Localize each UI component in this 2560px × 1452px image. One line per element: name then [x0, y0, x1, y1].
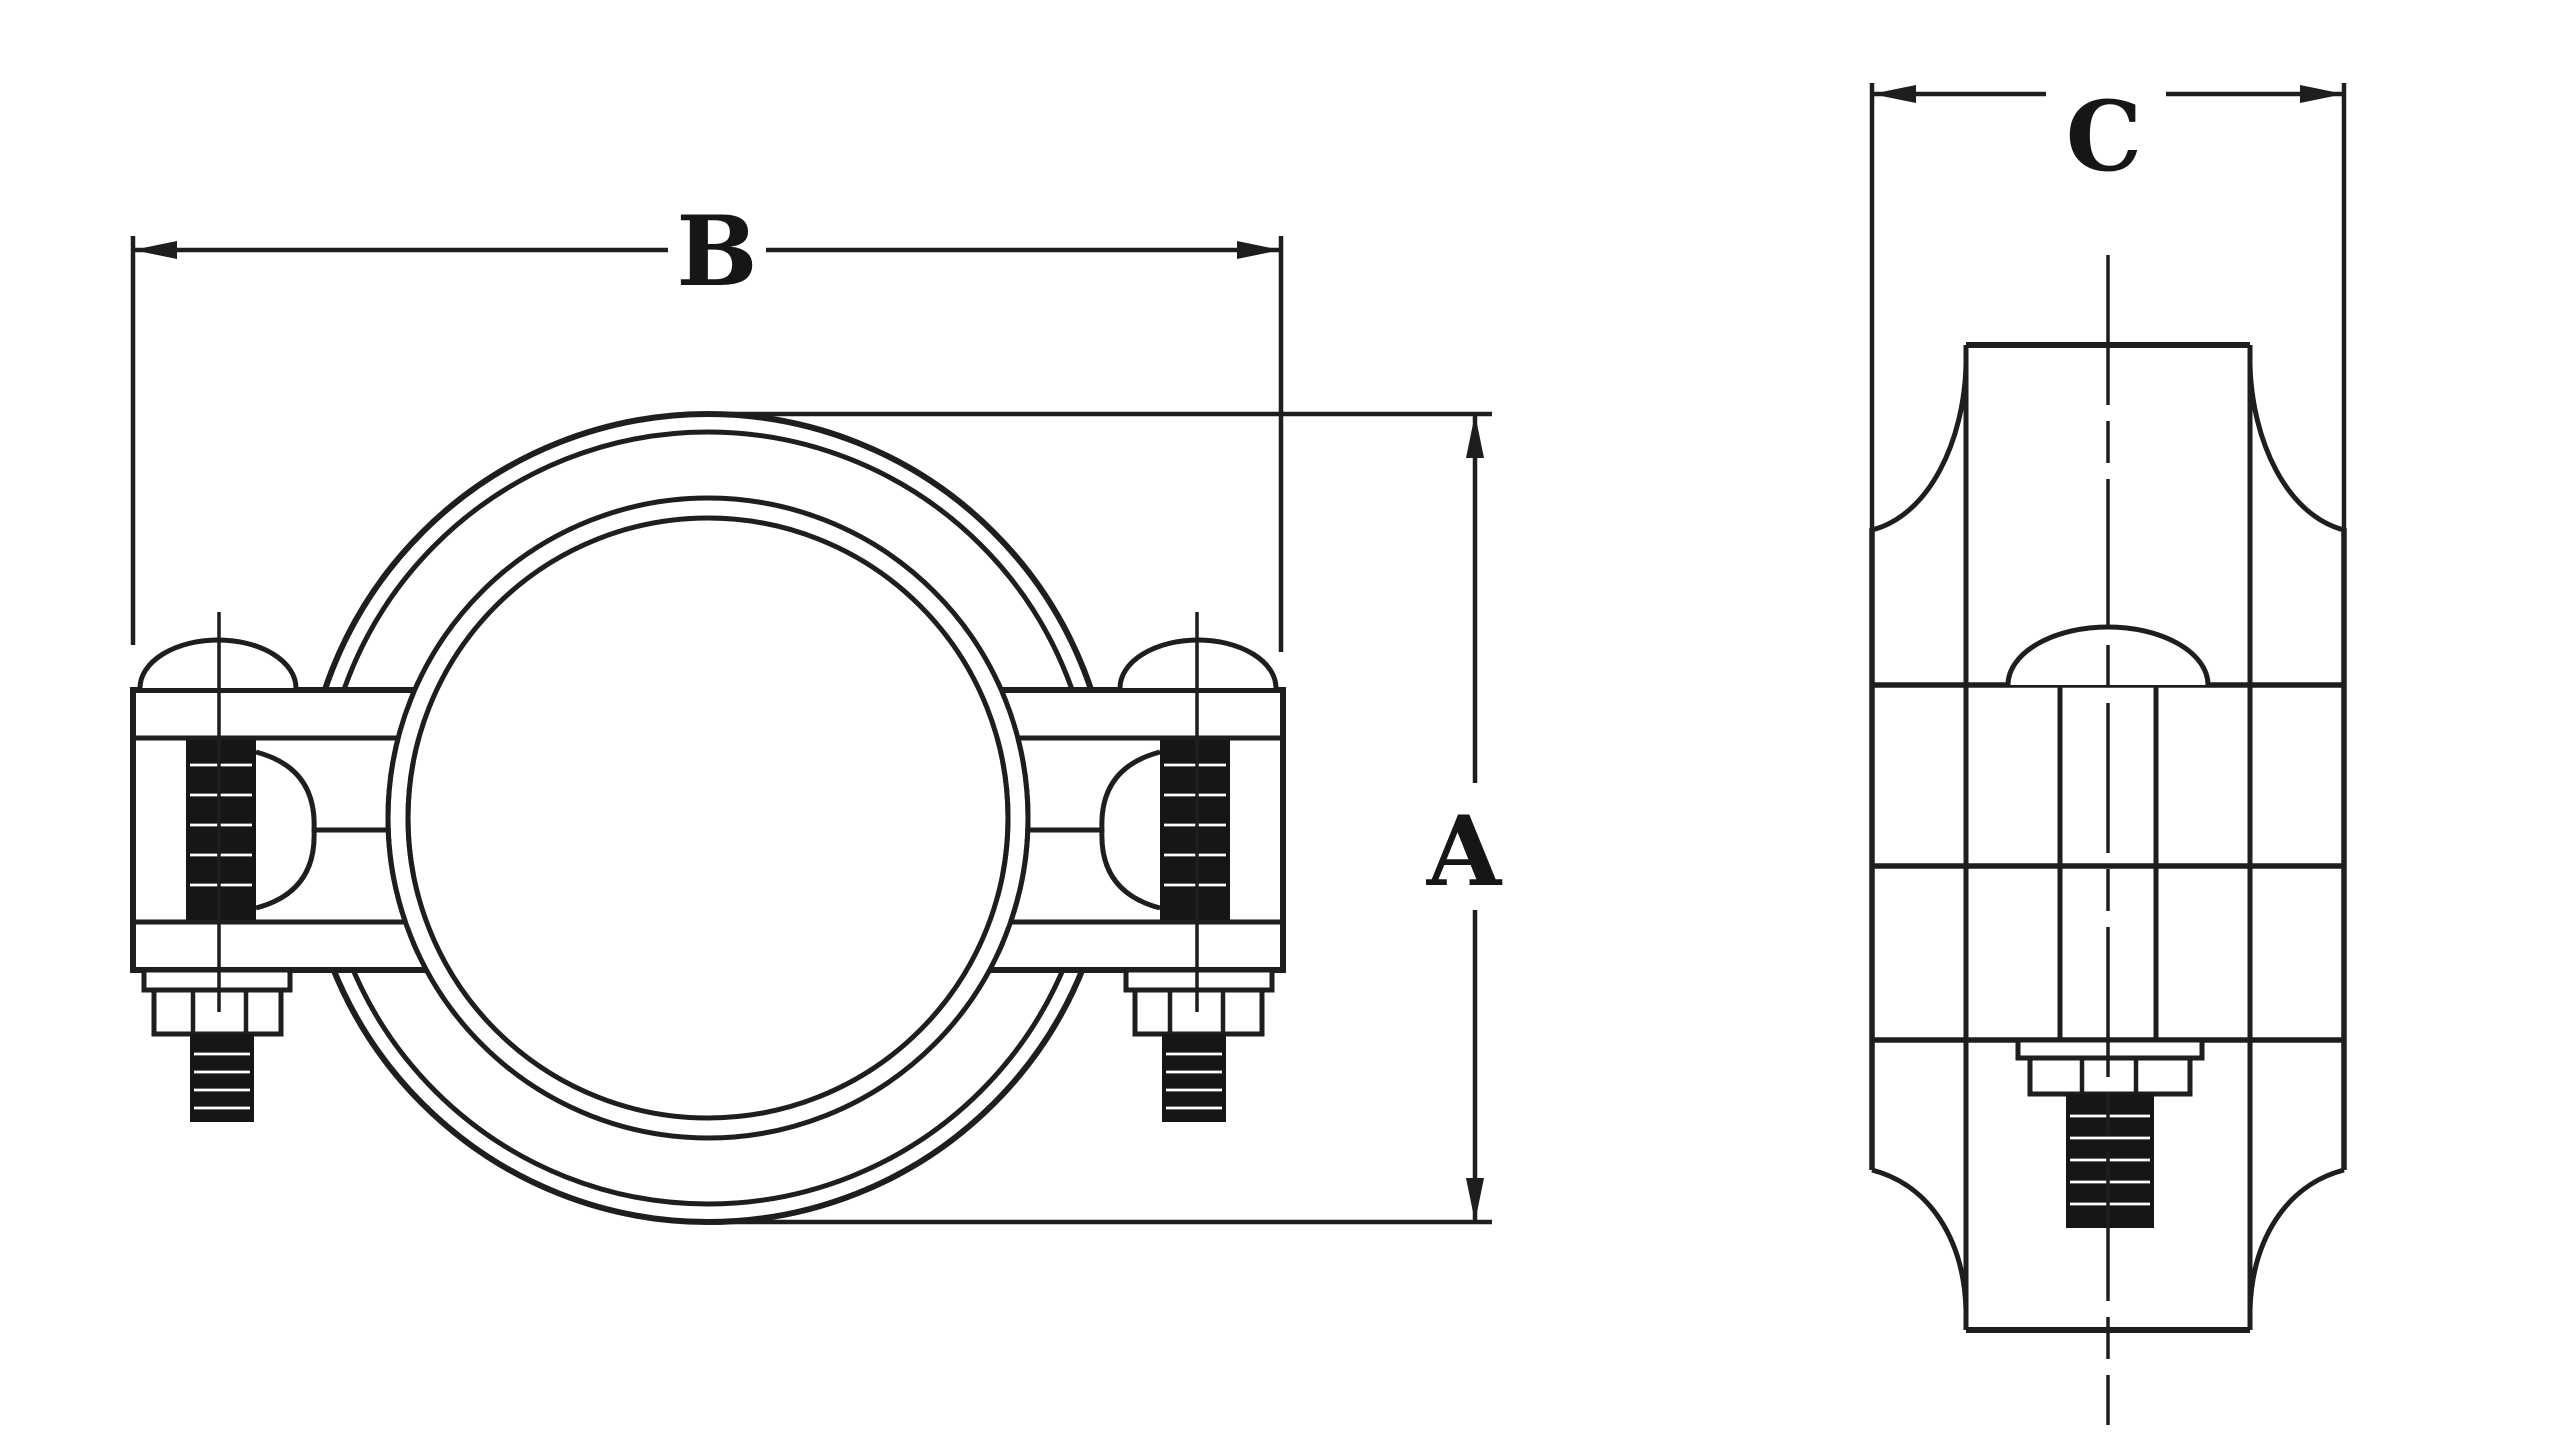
dim-a-arrow-top — [1466, 414, 1484, 458]
side-stud-threads — [2070, 1114, 2150, 1206]
gasket-outer-circle — [385, 495, 1031, 1141]
dimension-label-a: A — [1426, 795, 1503, 908]
bolt-shaft-threads — [190, 763, 252, 887]
side-washer-fill — [2018, 1040, 2202, 1058]
housing-outer-circle — [301, 411, 1115, 1225]
coupling-housing-rings — [301, 411, 1115, 1225]
flare-bottom-left — [1871, 1167, 1969, 1330]
bolt-lug-right — [990, 612, 1286, 1122]
dim-b-arrow-left — [133, 241, 177, 259]
dimension-b: B — [130, 195, 1284, 652]
gasket-edge-overlay — [385, 672, 1031, 978]
side-nut-facets — [2079, 1058, 2139, 1094]
lug-boss-seat-fill — [256, 752, 315, 908]
washer-fill — [144, 970, 290, 990]
dim-b-arrow-right — [1237, 241, 1281, 259]
bolt-shaft — [186, 740, 256, 920]
housing-inner-circle — [319, 429, 1097, 1207]
dim-c-arrow-left — [1872, 85, 1916, 103]
flare-top-left — [1871, 345, 1969, 533]
lug-lower-plate — [130, 920, 410, 972]
dim-c-arrow-right — [2300, 85, 2344, 103]
side-nut-fill — [2030, 1058, 2190, 1094]
flare-top-right — [2247, 345, 2345, 533]
dimension-a: A — [700, 411, 1503, 1225]
dimension-label-c: C — [2066, 80, 2142, 193]
bolt-lug-left — [130, 612, 426, 1122]
dim-a-arrow-bottom — [1466, 1178, 1484, 1222]
dimension-label-b: B — [676, 195, 757, 308]
dimension-c: C — [1872, 80, 2344, 193]
nut-facets — [190, 990, 249, 1034]
front-view: B A — [130, 195, 1503, 1225]
flare-bottom-right — [2247, 1167, 2345, 1330]
side-view: C — [1869, 80, 2347, 1425]
bolt-stud-threads — [194, 1052, 250, 1110]
lug-upper-plate — [130, 688, 410, 740]
gasket-inner-circle — [405, 515, 1011, 1121]
